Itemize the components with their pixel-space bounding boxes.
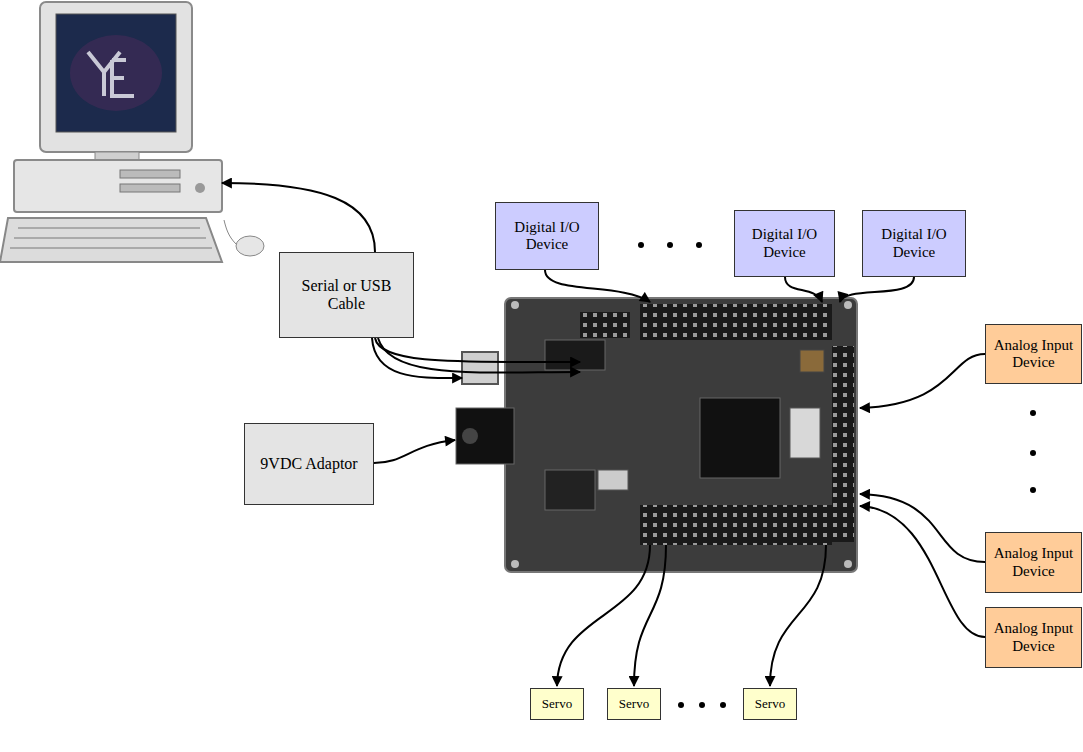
arrow bbox=[785, 277, 822, 302]
device-box: Digital I/O Device bbox=[862, 210, 966, 277]
arrow bbox=[634, 545, 666, 686]
power-jack bbox=[456, 408, 514, 464]
arrow bbox=[557, 545, 650, 686]
power-button bbox=[195, 183, 205, 193]
board-illustration bbox=[456, 298, 857, 572]
regulator bbox=[545, 470, 595, 510]
device-box: 9VDC Adaptor bbox=[244, 423, 374, 505]
arrow bbox=[378, 338, 580, 373]
box-label: Servo bbox=[542, 697, 572, 712]
mount-hole bbox=[844, 301, 852, 309]
arrow bbox=[222, 183, 375, 252]
arrow bbox=[770, 545, 826, 686]
box-label: Analog Input Device bbox=[991, 337, 1076, 372]
monitor-bezel bbox=[40, 2, 192, 152]
arrow bbox=[372, 338, 462, 378]
computer-illustration bbox=[0, 2, 264, 262]
arrow bbox=[545, 270, 650, 302]
box-label: Analog Input Device bbox=[991, 620, 1076, 655]
ellipsis-dots bbox=[638, 242, 1036, 708]
dot bbox=[699, 702, 705, 708]
computer-case bbox=[14, 160, 222, 212]
dot bbox=[696, 242, 702, 248]
dot bbox=[720, 702, 726, 708]
mouse bbox=[236, 236, 264, 256]
dot bbox=[638, 242, 644, 248]
screen-logo bbox=[88, 52, 134, 96]
mount-hole bbox=[511, 301, 519, 309]
box-label: Digital I/O Device bbox=[868, 226, 960, 261]
analog-header bbox=[832, 346, 854, 542]
keyboard-keys bbox=[10, 228, 212, 248]
serial-header bbox=[580, 312, 630, 338]
usb-connector bbox=[462, 352, 498, 384]
device-box: Analog Input Device bbox=[985, 324, 1082, 384]
pcb bbox=[505, 298, 857, 572]
device-box: Servo bbox=[530, 688, 584, 720]
power-jack-hole bbox=[462, 428, 478, 444]
mouse-cable bbox=[224, 220, 236, 244]
keyboard bbox=[0, 218, 222, 262]
drive-slot bbox=[120, 184, 180, 192]
jumper bbox=[598, 470, 628, 490]
device-box: Analog Input Device bbox=[985, 532, 1082, 593]
box-label: Servo bbox=[755, 697, 785, 712]
arrow bbox=[860, 494, 985, 562]
mount-hole bbox=[844, 560, 852, 568]
arrow bbox=[374, 440, 455, 463]
device-box: Digital I/O Device bbox=[495, 202, 599, 270]
regulator bbox=[545, 340, 605, 370]
dot bbox=[1030, 410, 1036, 416]
dot bbox=[678, 702, 684, 708]
arrow bbox=[375, 338, 580, 362]
arrow bbox=[860, 506, 985, 637]
screen-logo-glow bbox=[70, 35, 162, 111]
dot bbox=[1030, 450, 1036, 456]
box-label: Serial or USB Cable bbox=[285, 277, 408, 314]
box-label: Servo bbox=[619, 697, 649, 712]
drive-slot bbox=[120, 170, 180, 178]
servo-header bbox=[640, 505, 832, 545]
device-box: Servo bbox=[607, 688, 661, 720]
digital-header bbox=[640, 304, 832, 340]
device-box: Serial or USB Cable bbox=[279, 252, 414, 338]
arrow bbox=[840, 277, 914, 302]
dot bbox=[1030, 487, 1036, 493]
box-label: Digital I/O Device bbox=[740, 226, 829, 261]
arrows bbox=[222, 183, 985, 686]
box-label: 9VDC Adaptor bbox=[260, 455, 357, 473]
device-box: Analog Input Device bbox=[985, 607, 1082, 668]
box-label: Digital I/O Device bbox=[501, 219, 593, 254]
device-box: Servo bbox=[743, 688, 797, 720]
device-box: Digital I/O Device bbox=[734, 210, 835, 277]
mount-hole bbox=[511, 560, 519, 568]
monitor-screen bbox=[56, 14, 176, 132]
dot bbox=[667, 242, 673, 248]
dip-switch bbox=[790, 408, 820, 458]
microcontroller bbox=[700, 398, 780, 478]
box-label: Analog Input Device bbox=[991, 545, 1076, 580]
component bbox=[800, 350, 824, 372]
arrow bbox=[860, 354, 985, 408]
